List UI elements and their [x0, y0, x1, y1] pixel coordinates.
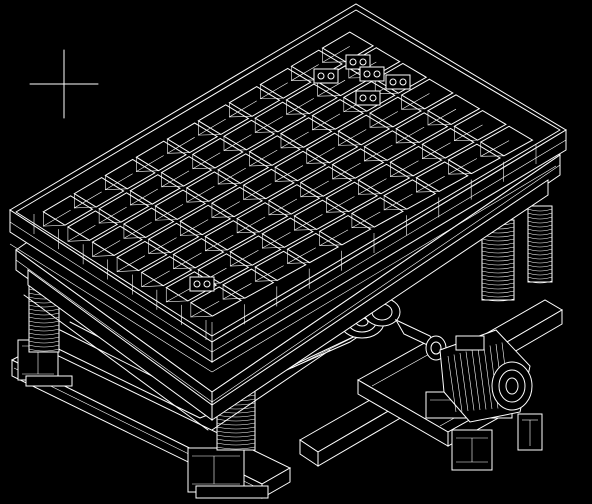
- mold-cell: [415, 161, 469, 193]
- mold-cell: [229, 235, 282, 267]
- mold-cell: [261, 217, 314, 249]
- mold-cell: [331, 148, 385, 180]
- mold-cell: [154, 189, 207, 221]
- mold-cell: [321, 31, 375, 63]
- mold-cell: [147, 222, 200, 255]
- bolt-group: [189, 276, 215, 292]
- mold-cell: [204, 220, 257, 252]
- mold-cell: [172, 238, 225, 270]
- mold-cell: [104, 158, 156, 191]
- mold-cell: [222, 268, 275, 300]
- mold-cell: [179, 204, 232, 237]
- mold-cell: [274, 150, 327, 182]
- mold-cell: [73, 177, 125, 209]
- mold-cell: [42, 195, 94, 227]
- mold-cell: [248, 135, 301, 167]
- foot-right: [451, 429, 493, 471]
- mold-cell: [290, 49, 343, 82]
- mold-cell: [197, 104, 250, 136]
- mold-cell: [350, 197, 404, 229]
- mold-cell: [267, 184, 321, 216]
- mold-cell: [285, 83, 338, 115]
- mold-grid: [33, 31, 537, 342]
- mold-cell: [122, 207, 175, 239]
- bolt-group: [385, 74, 411, 90]
- mold-cell: [66, 210, 119, 242]
- mold-cell: [279, 117, 333, 149]
- foot-front: [187, 447, 269, 499]
- motor-end-cap: [491, 361, 533, 411]
- mold-cell: [259, 67, 312, 100]
- mold-cell: [129, 174, 181, 206]
- mold-cell: [447, 143, 502, 175]
- mold-cell: [116, 240, 168, 273]
- mold-cell: [293, 199, 346, 231]
- mold-cell: [135, 140, 187, 173]
- foot-back-right: [517, 413, 543, 451]
- mold-cell: [383, 179, 437, 211]
- base-feet: [17, 339, 543, 499]
- mold-cell: [453, 110, 507, 142]
- mold-cell: [242, 168, 295, 200]
- bolt-groups: [189, 54, 411, 292]
- mold-cell: [191, 137, 244, 170]
- mold-cell: [299, 166, 353, 198]
- mold-cell: [210, 186, 264, 218]
- mold-cell: [189, 286, 242, 318]
- mold-cell: [363, 130, 417, 162]
- mold-cell: [160, 156, 213, 188]
- mold-cell: [305, 132, 359, 164]
- bolt-group: [313, 68, 339, 84]
- coil-spring: [481, 219, 515, 302]
- mold-cell: [254, 250, 307, 282]
- mold-cell: [357, 163, 411, 195]
- mold-cell: [286, 232, 340, 264]
- mold-cell: [479, 125, 534, 157]
- bolt-group: [345, 54, 371, 70]
- mold-cell: [421, 127, 475, 160]
- mold-cell: [185, 171, 238, 203]
- mold-cell: [400, 78, 454, 110]
- bolt-group: [359, 66, 385, 82]
- mold-cell: [236, 202, 289, 234]
- mold-cell: [91, 225, 143, 257]
- bolt-group: [355, 90, 381, 106]
- mold-cell: [337, 114, 391, 146]
- terminal-box: [455, 335, 485, 351]
- mold-cell: [426, 94, 481, 126]
- mold-cell: [222, 119, 276, 152]
- mold-cell: [395, 112, 449, 144]
- mold-cell: [389, 145, 443, 177]
- motor: [425, 329, 533, 423]
- mold-cell: [311, 99, 365, 131]
- mold-cell: [98, 192, 150, 224]
- mold-cell: [254, 101, 307, 133]
- mold-cell: [228, 86, 281, 118]
- mold-cell: [217, 153, 270, 185]
- mold-cell: [325, 181, 379, 213]
- mold-cell: [166, 122, 219, 154]
- mold-cell: [368, 96, 422, 128]
- mold-cell: [318, 214, 372, 247]
- mold-cell: [140, 256, 193, 288]
- coil-spring: [527, 205, 553, 284]
- crosshair-cursor: [29, 49, 99, 119]
